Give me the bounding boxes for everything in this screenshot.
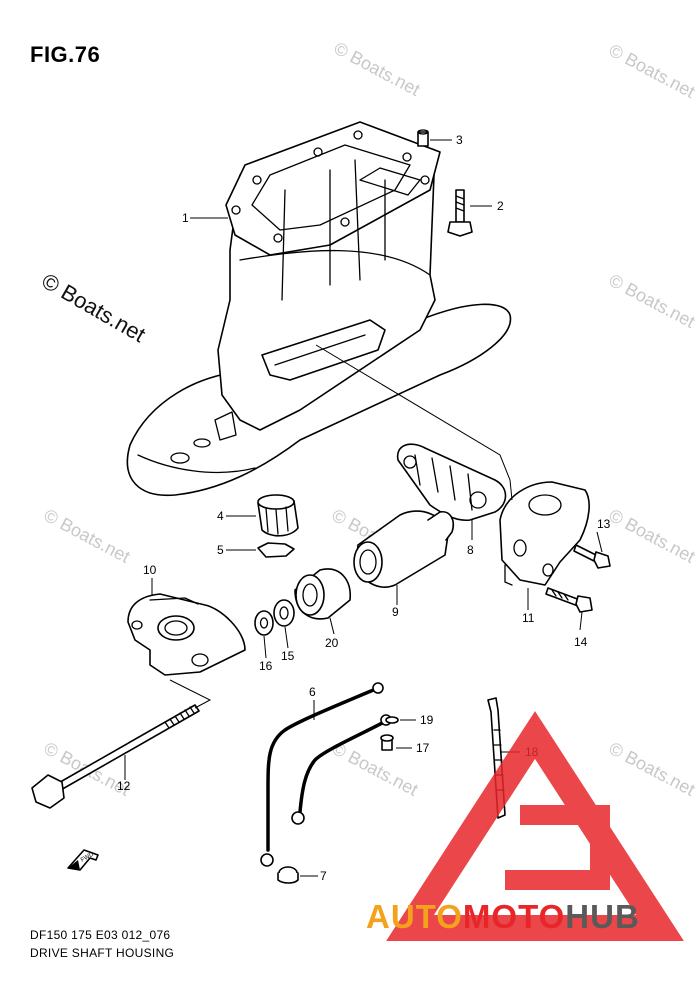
callout-14: 14 xyxy=(574,635,588,649)
callout-6: 6 xyxy=(309,685,316,699)
dowel-pin-part-3[interactable] xyxy=(417,129,429,147)
long-bolt-part-12[interactable] xyxy=(31,704,200,809)
callout-13: 13 xyxy=(597,517,611,531)
footer-code: DF150 175 E03 012_076 xyxy=(30,928,171,942)
ground-wire-part-6[interactable] xyxy=(260,682,392,867)
callout-17: 17 xyxy=(416,741,430,755)
footer-caption: DRIVE SHAFT HOUSING xyxy=(30,946,175,960)
washer-part-19[interactable] xyxy=(385,716,399,724)
callout-7: 7 xyxy=(320,869,327,883)
mount-rubber-part-8[interactable] xyxy=(396,443,507,522)
leader-lines xyxy=(124,139,603,877)
mount-cover-part-11[interactable] xyxy=(499,481,590,586)
callout-19: 19 xyxy=(420,713,434,727)
drive-shaft-housing-part-1[interactable] xyxy=(126,121,512,497)
callout-2: 2 xyxy=(497,199,504,213)
logo-part-hub: HUB xyxy=(565,898,640,935)
logo-part-auto: AUTO xyxy=(366,898,463,935)
callout-8: 8 xyxy=(467,543,474,557)
bolt-part-2[interactable] xyxy=(447,189,473,237)
screw-part-7[interactable] xyxy=(277,866,299,884)
bushing-part-4[interactable] xyxy=(257,494,299,537)
seal-part-5[interactable] xyxy=(257,542,295,558)
bolt-part-14[interactable] xyxy=(545,587,593,613)
callout-15: 15 xyxy=(281,649,295,663)
automotohub-logo: AUTOMOTOHUB xyxy=(366,898,640,936)
figure-title: FIG.76 xyxy=(30,42,101,67)
grommet-part-20[interactable] xyxy=(294,568,351,620)
callout-16: 16 xyxy=(259,659,273,673)
callout-10: 10 xyxy=(143,563,157,577)
callout-5: 5 xyxy=(217,543,224,557)
callout-3: 3 xyxy=(456,133,463,147)
logo-triangle-icon xyxy=(386,711,684,941)
callout-12: 12 xyxy=(117,779,131,793)
callout-9: 9 xyxy=(392,605,399,619)
callout-1: 1 xyxy=(182,211,189,225)
fwd-arrow-icon: FWD xyxy=(67,849,99,871)
callout-20: 20 xyxy=(325,636,339,650)
washer-part-15[interactable] xyxy=(273,599,295,627)
callout-4: 4 xyxy=(217,509,224,523)
logo-part-moto: MOTO xyxy=(462,898,566,935)
washer-part-16[interactable] xyxy=(254,610,274,636)
screw-part-17[interactable] xyxy=(380,734,394,751)
mount-bracket-part-10[interactable] xyxy=(127,593,246,676)
mount-cushion-part-9[interactable] xyxy=(353,510,455,588)
callout-11: 11 xyxy=(522,611,535,625)
bolt-part-13[interactable] xyxy=(573,544,611,569)
